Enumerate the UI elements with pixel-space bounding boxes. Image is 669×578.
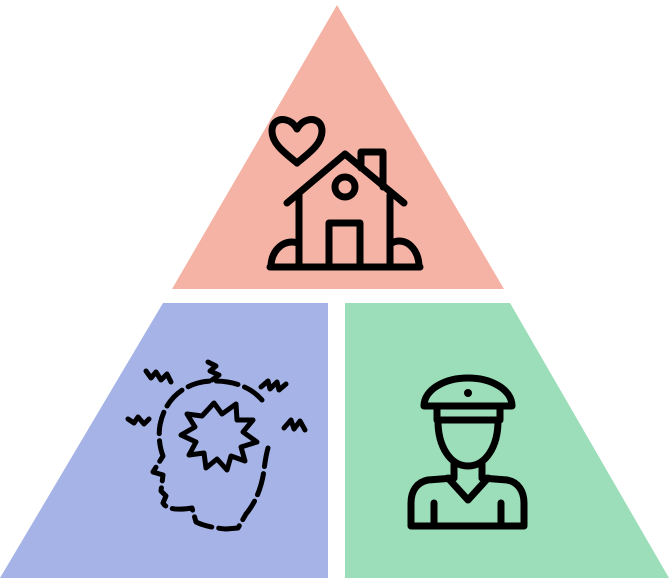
head-stress-icon	[125, 359, 308, 532]
pyramid-bottom-right-segment	[345, 303, 669, 578]
police-officer-icon	[407, 374, 528, 530]
house-with-heart-icon	[266, 116, 424, 271]
pyramid-top-segment	[172, 5, 504, 289]
pyramid-bottom-left-segment	[0, 303, 328, 578]
